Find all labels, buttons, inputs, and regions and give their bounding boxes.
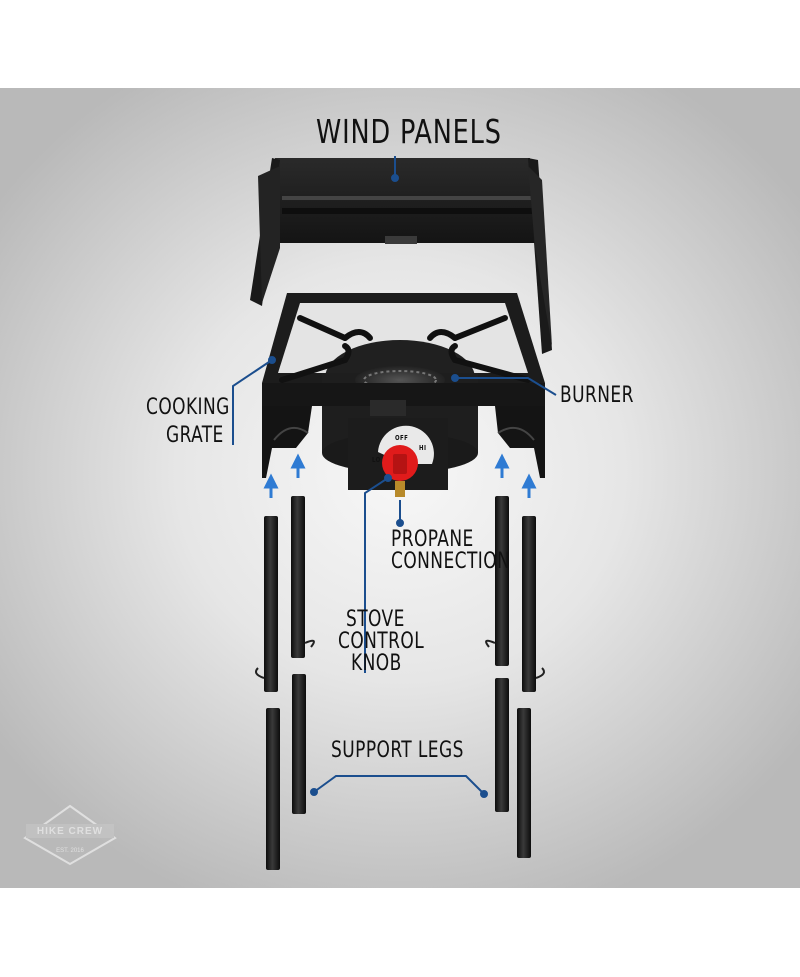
callout-lines (232, 156, 557, 798)
label-knob-line3: KNOB (351, 651, 402, 676)
label-propane-line1: PROPANE (391, 527, 474, 552)
label-wind-panels: WIND PANELS (316, 112, 502, 151)
label-knob-line1: STOVE (346, 607, 405, 632)
label-knob-line2: CONTROL (338, 629, 425, 654)
label-burner: BURNER (560, 383, 634, 408)
stove-body (262, 293, 545, 497)
cooking-grate (279, 315, 531, 383)
dial-off-label: OFF (395, 434, 409, 442)
label-support-legs: SUPPORT LEGS (331, 738, 464, 763)
dial-hi-label: HI (419, 444, 427, 452)
label-cooking-grate-line2: GRATE (166, 423, 224, 448)
dial-lo-label: LO (372, 456, 381, 464)
product-image: OFF LO HI WIND PANELS BURNER COOKING GRA… (0, 88, 800, 888)
label-cooking-grate-line1: COOKING (146, 395, 230, 420)
propane-fitting (395, 481, 405, 497)
watermark-brand: HIKE CREW (36, 826, 104, 837)
watermark-est: EST. 2016 (56, 848, 84, 854)
hike-crew-watermark: HIKE CREW EST. 2016 (20, 804, 120, 866)
support-legs (255, 496, 545, 870)
wind-panel-back (275, 158, 535, 243)
assembly-arrows (263, 453, 537, 498)
wind-panels (250, 158, 552, 354)
label-propane-line2: CONNECTION (391, 549, 511, 574)
mountain-logo-icon (23, 804, 117, 866)
stove-diagram (232, 156, 557, 870)
